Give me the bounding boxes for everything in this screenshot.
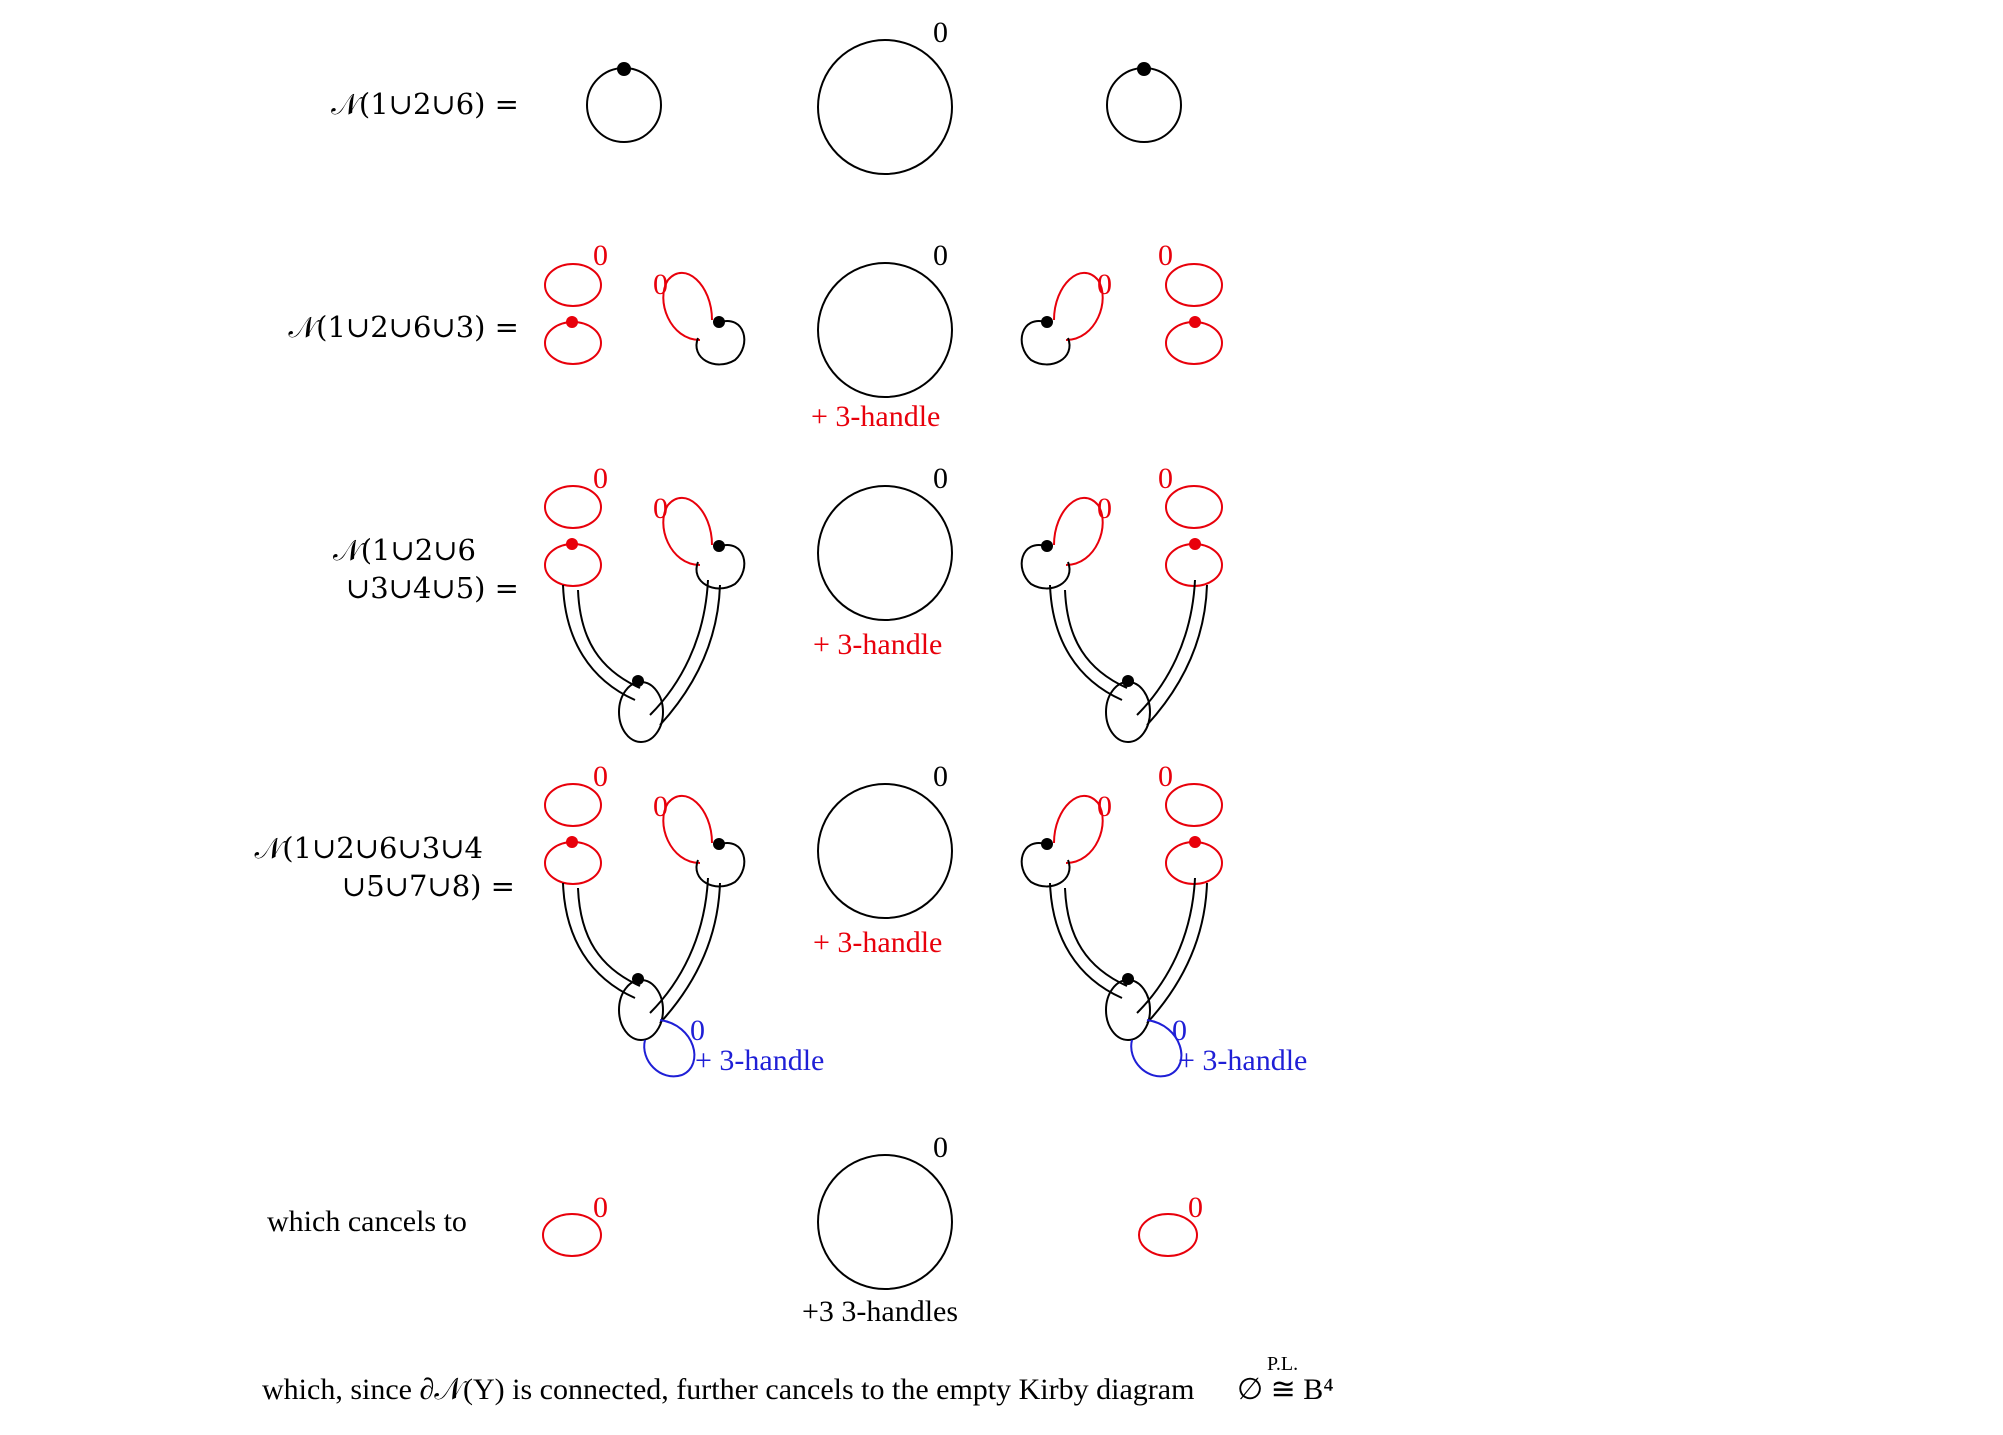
row1-right-dotted-circle [1106, 62, 1182, 143]
framing-label: 0 [1097, 492, 1112, 525]
framing-label: 0 [933, 760, 948, 793]
framing-label: 0 [653, 492, 668, 525]
framing-label: 0 [593, 239, 608, 272]
framing-label: 0 [690, 1014, 705, 1047]
framing-label: 0 [1188, 1191, 1203, 1224]
framing-label: 0 [593, 462, 608, 495]
row4-left-assembly [544, 783, 746, 1078]
row2-three-handle: + 3-handle [811, 400, 941, 433]
framing-label: 0 [1158, 239, 1173, 272]
row4-three-handle: + 3-handle [813, 926, 943, 959]
row3-left-assembly [544, 485, 746, 743]
framing-label: 0 [593, 1191, 608, 1224]
framing-label: 0 [1158, 760, 1173, 793]
framing-label: 0 [593, 760, 608, 793]
row4-right-assembly [1020, 783, 1223, 1078]
row5-right-red-unknot [1138, 1213, 1198, 1257]
row2-left-link [662, 272, 746, 366]
row5-center-circle [817, 1154, 953, 1290]
row3-three-handle: + 3-handle [813, 628, 943, 661]
row5-left-red-unknot [542, 1213, 602, 1257]
framing-label: 0 [933, 462, 948, 495]
row4-center-circle [817, 783, 953, 919]
row3-label-line2: ∪3∪4∪5) = [345, 571, 519, 605]
row4-left-blue-three-handle: + 3-handle [695, 1044, 825, 1077]
row2-label: 𝒩(1∪2∪6∪3) = [288, 310, 519, 344]
row5-label: which cancels to [267, 1205, 467, 1238]
row2-left-red-pair [544, 263, 602, 365]
framing-label: 0 [933, 239, 948, 272]
footer-symbol: ∅ ≅ B⁴ [1237, 1373, 1334, 1406]
footer-pl-label: P.L. [1267, 1353, 1299, 1375]
framing-label: 0 [933, 1131, 948, 1164]
framing-label: 0 [1097, 790, 1112, 823]
framing-label: 0 [653, 790, 668, 823]
row5-three-handles: +3 3-handles [802, 1295, 959, 1328]
row3-right-assembly [1020, 485, 1223, 743]
framing-label: 0 [1097, 268, 1112, 301]
framing-label: 0 [1158, 462, 1173, 495]
row4-label-line1: 𝒩(1∪2∪6∪3∪4 [254, 831, 483, 865]
footer-text: which, since ∂𝒩(Y) is connected, further… [262, 1373, 1195, 1406]
framing-label: 0 [1172, 1014, 1187, 1047]
row3-label-line1: 𝒩(1∪2∪6 [332, 533, 476, 567]
framing-label: 0 [933, 16, 948, 49]
row1-label: 𝒩(1∪2∪6) = [331, 87, 519, 121]
row2-right-link [1020, 272, 1104, 366]
framing-label: 0 [653, 268, 668, 301]
row2-center-circle [817, 262, 953, 398]
row2-right-red-pair [1165, 263, 1223, 365]
row1-center-circle [817, 39, 953, 175]
row4-right-blue-three-handle: + 3-handle [1178, 1044, 1308, 1077]
row3-center-circle [817, 485, 953, 621]
row4-label-line2: ∪5∪7∪8) = [341, 869, 515, 903]
row1-left-dotted-circle [586, 62, 662, 143]
